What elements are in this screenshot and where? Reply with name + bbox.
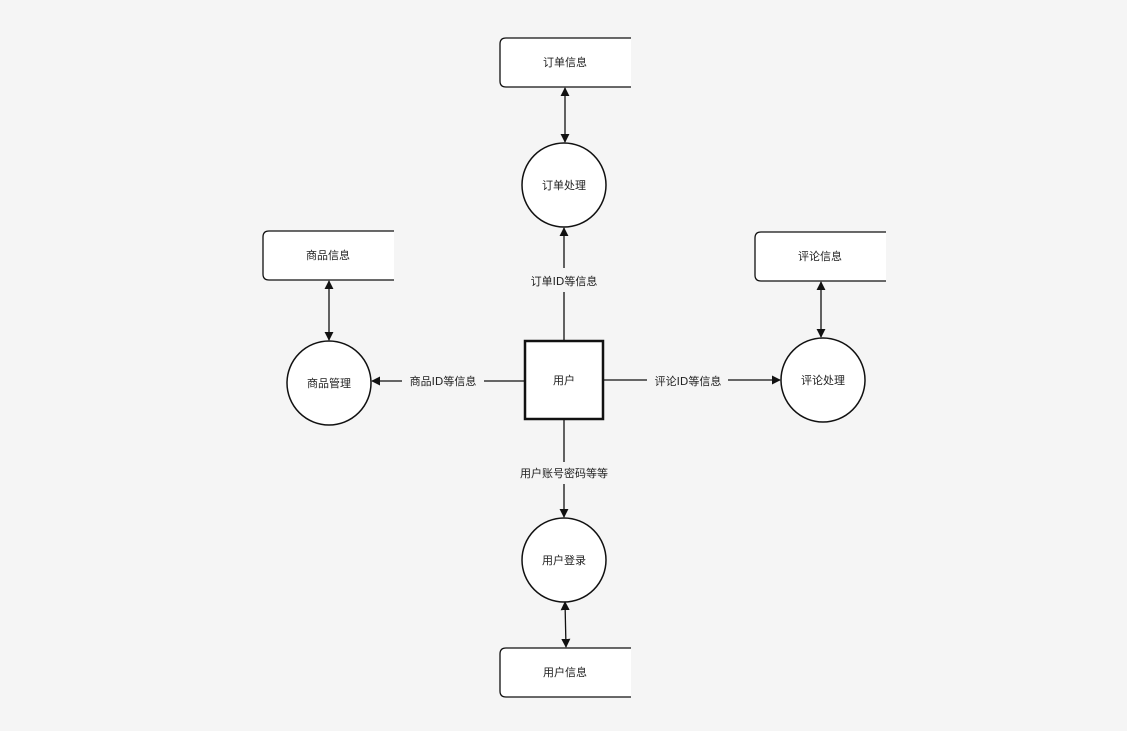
- store-review-info-label: 评论信息: [798, 249, 842, 263]
- entity-user[interactable]: 用户: [523, 339, 605, 421]
- entity-user-label: 用户: [553, 373, 575, 387]
- store-user-info[interactable]: 用户信息: [499, 647, 631, 698]
- process-order[interactable]: 订单处理: [521, 142, 607, 228]
- store-user-info-label: 用户信息: [543, 665, 587, 679]
- store-review-info[interactable]: 评论信息: [754, 231, 886, 282]
- store-order-info[interactable]: 订单信息: [499, 37, 631, 88]
- process-login-label: 用户登录: [542, 553, 586, 567]
- process-goods-label: 商品管理: [307, 376, 351, 390]
- store-goods-info-label: 商品信息: [306, 248, 350, 262]
- flow-review-label: 评论ID等信息: [655, 374, 722, 388]
- process-review-label: 评论处理: [801, 373, 845, 387]
- store-goods-info[interactable]: 商品信息: [262, 230, 394, 281]
- flow-order-label: 订单ID等信息: [531, 274, 598, 288]
- flow-login-label: 用户账号密码等等: [520, 466, 608, 480]
- process-review[interactable]: 评论处理: [780, 337, 866, 423]
- process-login[interactable]: 用户登录: [521, 517, 607, 603]
- arrow-user-store: [560, 601, 571, 648]
- process-order-label: 订单处理: [542, 179, 586, 192]
- flow-goods-label: 商品ID等信息: [410, 374, 477, 388]
- store-order-info-label: 订单信息: [543, 55, 587, 69]
- process-goods[interactable]: 商品管理: [286, 340, 372, 426]
